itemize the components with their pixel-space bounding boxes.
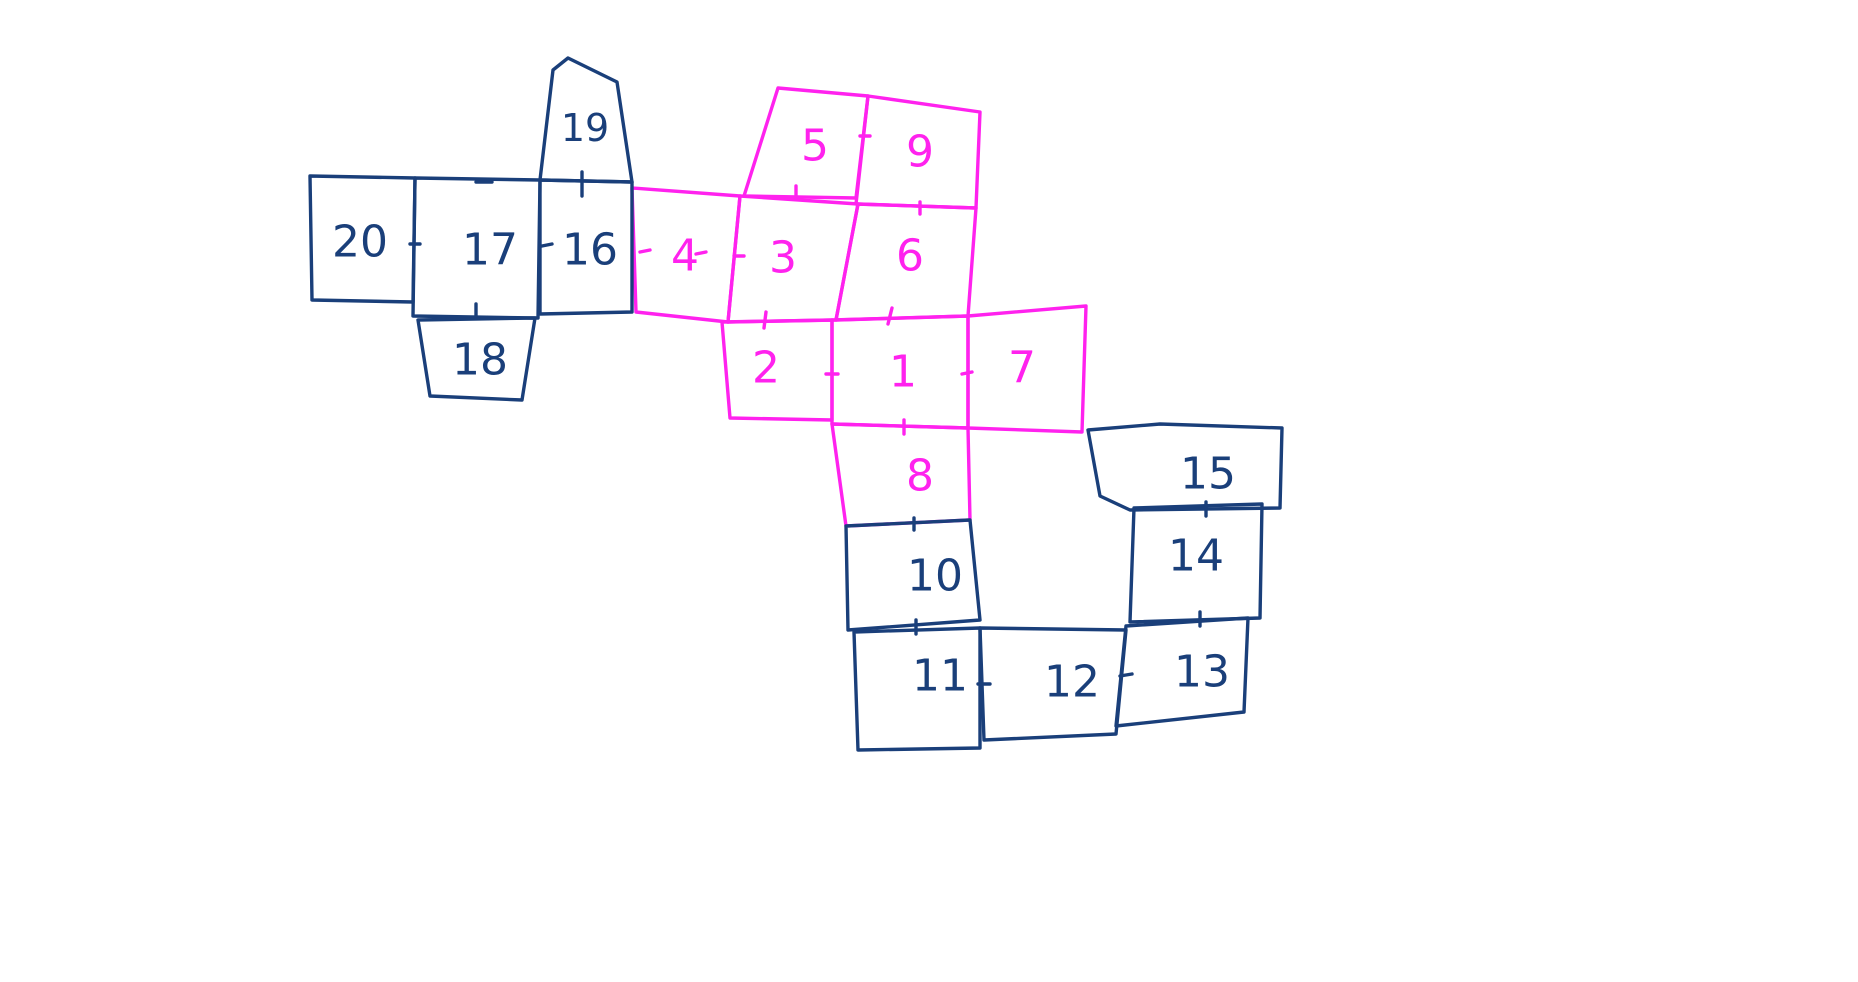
cell-1-label: 1	[889, 347, 917, 398]
cell-7-outline	[966, 304, 1088, 434]
cell-19-outline	[538, 56, 634, 184]
cell-4-outline	[630, 186, 742, 324]
cell-12-label: 12	[1044, 657, 1100, 708]
cell-18-outline	[416, 316, 537, 402]
cell-8-label: 8	[906, 451, 934, 502]
connection-tick	[694, 250, 708, 256]
cell-outlines	[308, 56, 1284, 752]
cell-10-outline	[844, 518, 982, 632]
cell-14-outline	[1128, 502, 1264, 624]
cell-15-label: 15	[1180, 449, 1236, 500]
cell-11-label: 11	[912, 651, 968, 702]
cell-6-label: 6	[896, 231, 924, 282]
cell-2-label: 2	[752, 343, 780, 394]
cell-16-label: 16	[562, 225, 618, 276]
cell-9-outline	[854, 94, 982, 210]
connection-tick	[762, 310, 768, 330]
cell-5-label: 5	[801, 121, 829, 172]
connection-tick	[886, 306, 894, 326]
connection-ticks	[408, 134, 1208, 686]
cell-15-outline	[1086, 422, 1284, 512]
cell-7-label: 7	[1008, 343, 1036, 394]
cell-20-label: 20	[332, 217, 388, 268]
connection-tick	[960, 370, 974, 376]
cell-11-outline	[852, 626, 982, 752]
cell-12-outline	[978, 626, 1128, 742]
cell-19-label: 19	[561, 106, 609, 150]
cell-3-label: 3	[769, 233, 797, 284]
connection-tick	[638, 248, 652, 254]
cell-13-label: 13	[1174, 647, 1230, 698]
connection-tick	[540, 242, 554, 248]
cell-14-label: 14	[1168, 531, 1224, 582]
connection-tick	[1118, 672, 1134, 678]
cell-18-label: 18	[452, 335, 508, 386]
cell-9-label: 9	[906, 127, 934, 178]
cell-17-label: 17	[462, 225, 518, 276]
cell-8-outline	[830, 422, 972, 528]
cell-20-outline	[308, 174, 417, 304]
cell-4-label: 4	[671, 231, 699, 282]
cell-10-label: 10	[907, 551, 963, 602]
